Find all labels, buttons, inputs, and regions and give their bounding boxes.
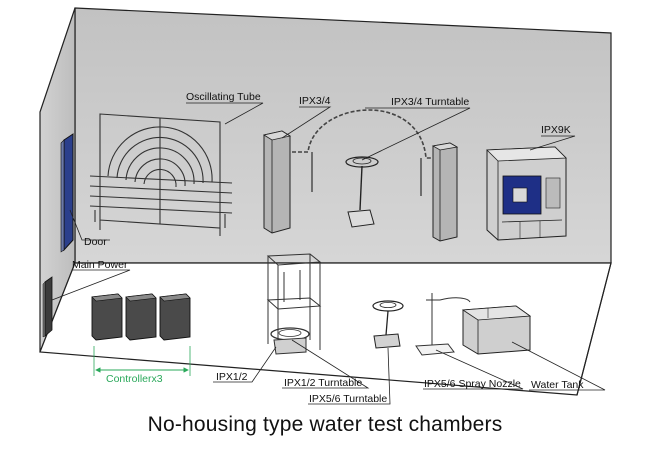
label-controller: Controllerx3: [106, 373, 163, 385]
caption: No-housing type water test chambers: [147, 413, 503, 436]
label-water-tank: Water Tank: [531, 379, 584, 391]
controller-3: [159, 293, 191, 341]
ipx56-spray-nozzle: [415, 293, 471, 356]
ipx12-frame: [266, 253, 322, 355]
ipx34-rig: [262, 109, 459, 242]
main-power-box: [42, 276, 53, 338]
ipx56-turntable: [372, 300, 404, 349]
oscillating-tube-rig: [89, 113, 233, 236]
label-ipx12: IPX1/2: [216, 371, 248, 383]
ipx34-turntable: [345, 156, 379, 228]
label-ipx34-turntable: IPX3/4 Turntable: [391, 96, 469, 108]
label-oscillating-tube: Oscillating Tube: [186, 91, 261, 103]
controllers: [91, 293, 191, 376]
label-ipx9k: IPX9K: [541, 124, 571, 136]
controller-1: [91, 293, 123, 341]
label-main-power: Main Power: [72, 259, 128, 271]
leader-lines: [51, 102, 606, 405]
door: [60, 133, 74, 253]
label-door: Door: [84, 236, 107, 248]
water-tank: [461, 305, 532, 355]
ipx9k-cabinet: [486, 146, 567, 241]
label-ipx12-turntable: IPX1/2 Turntable: [284, 377, 362, 389]
controller-2: [125, 293, 157, 341]
label-ipx56-turntable: IPX5/6 Turntable: [309, 393, 387, 405]
label-ipx56-spray-nozzle: IPX5/6 Spray Nozzle: [424, 378, 521, 390]
label-ipx34: IPX3/4: [299, 95, 331, 107]
